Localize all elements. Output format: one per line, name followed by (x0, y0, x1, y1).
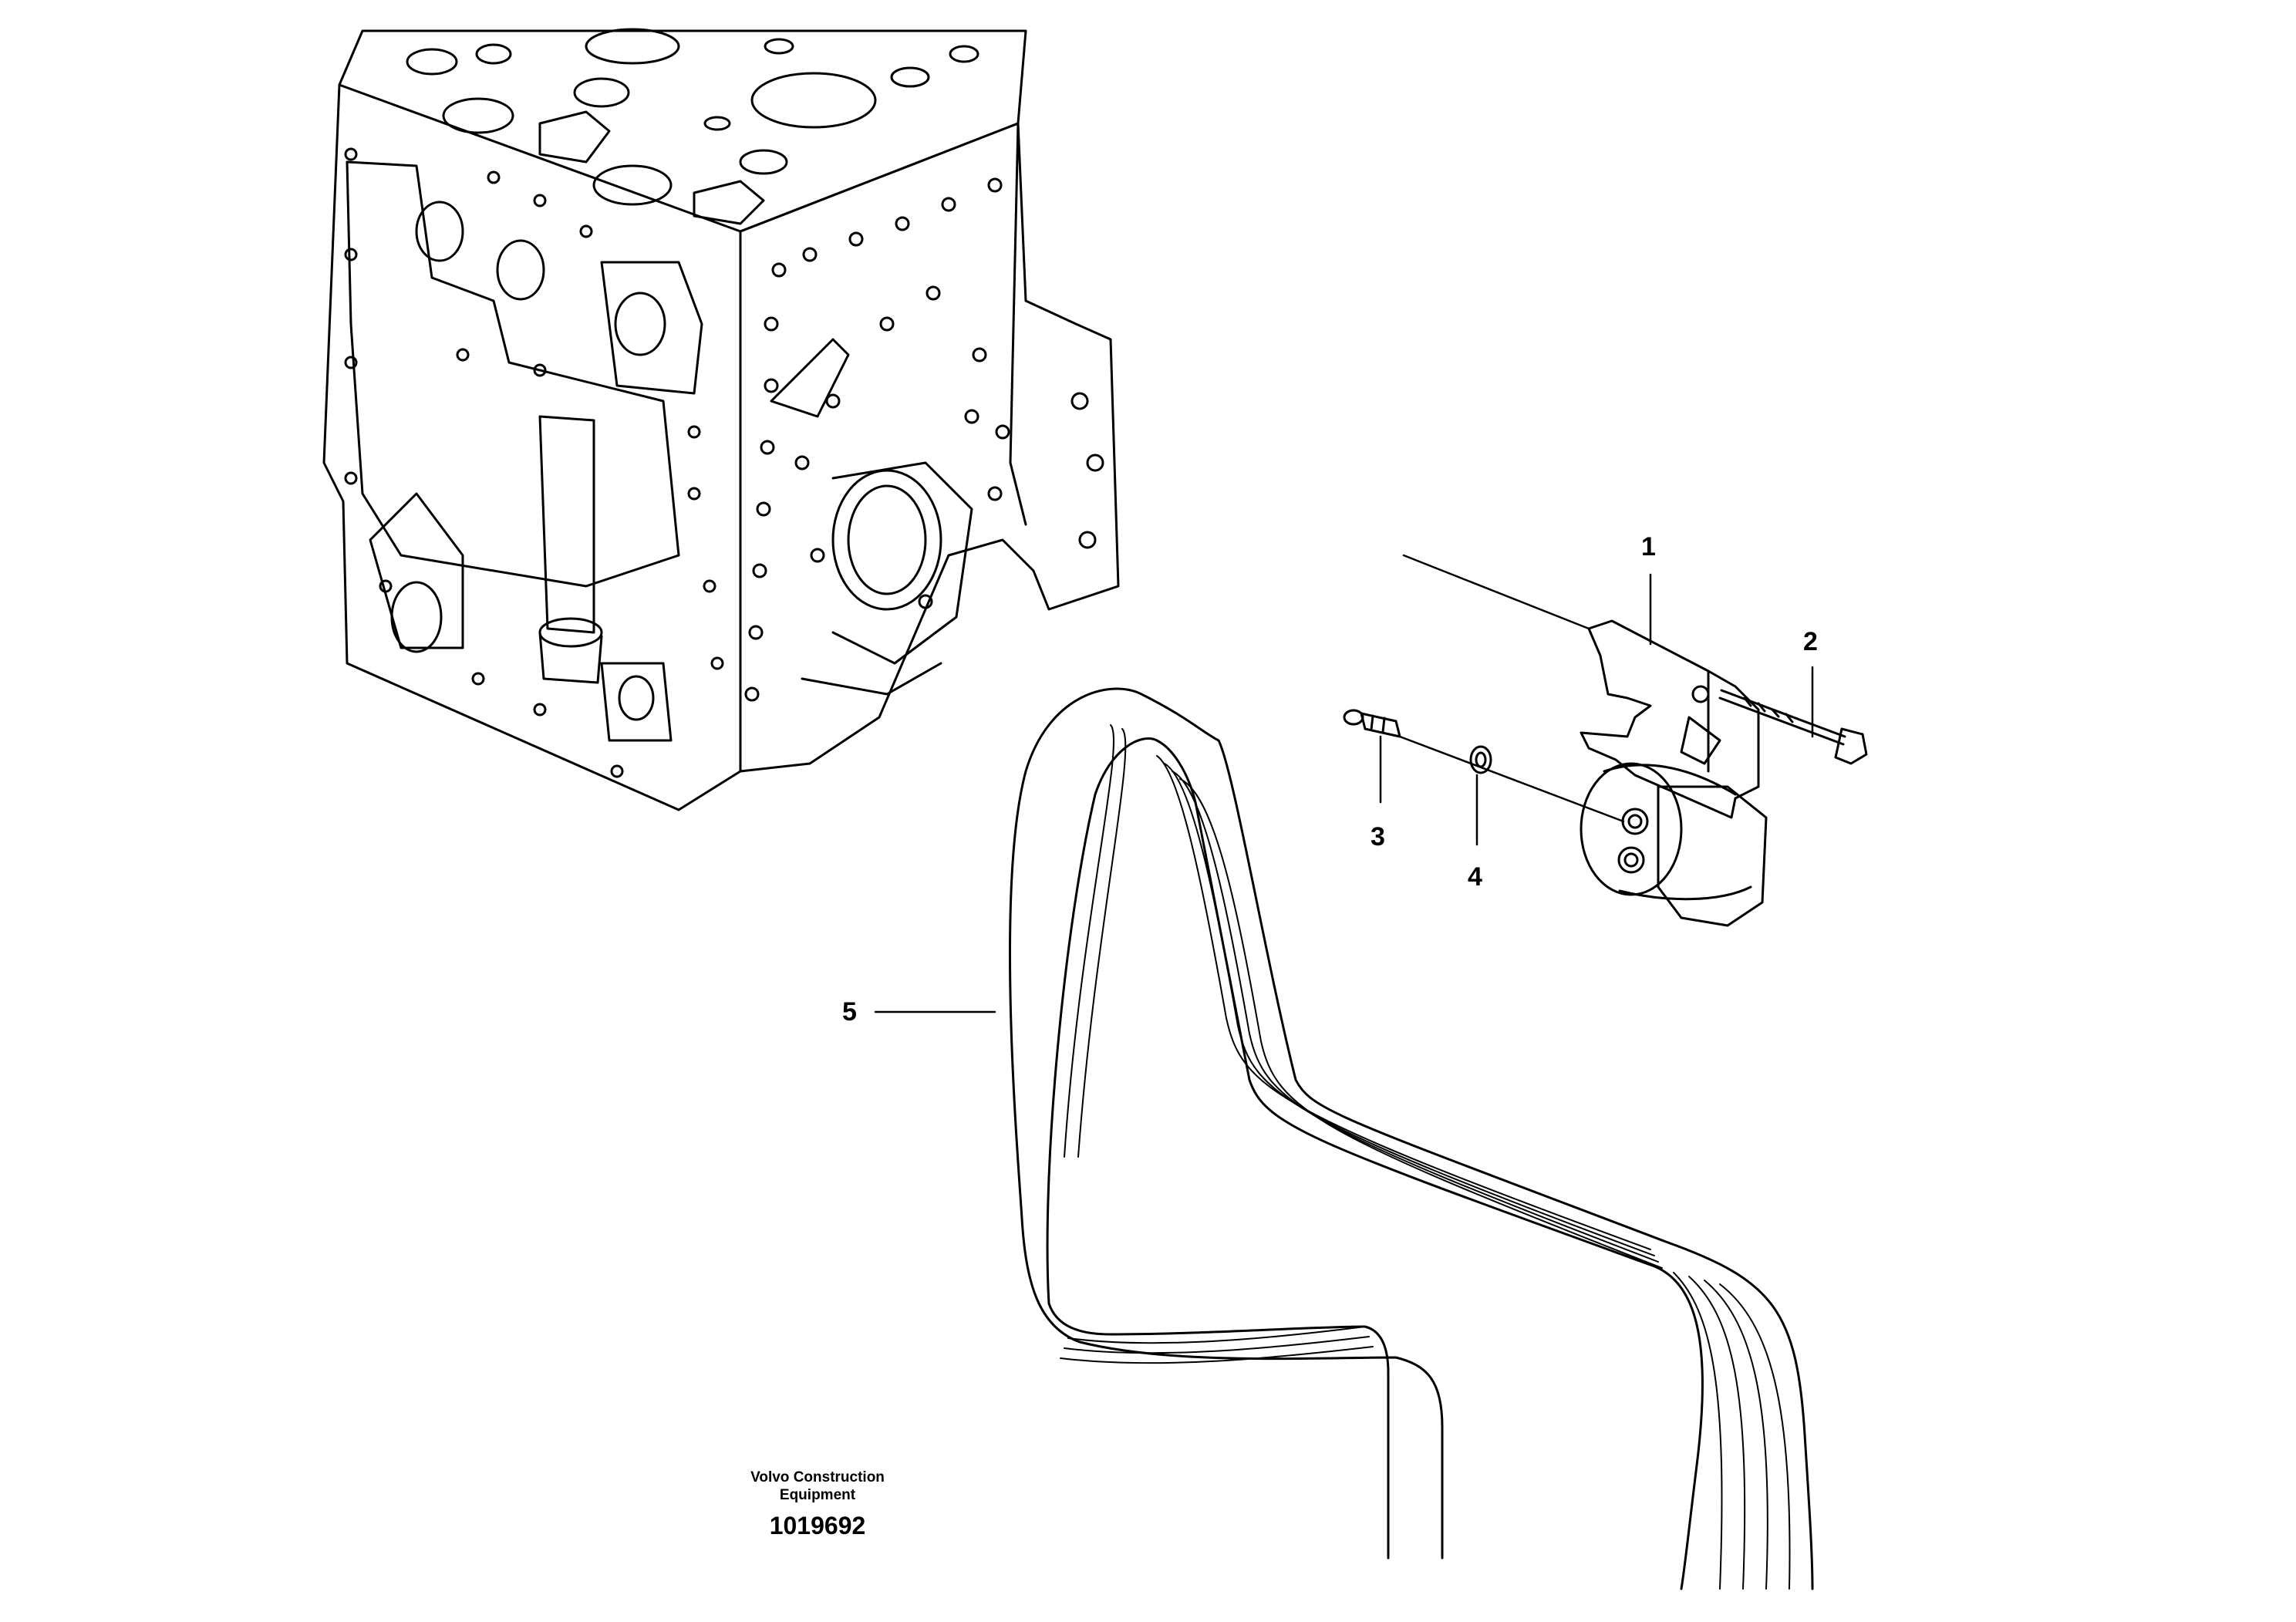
washer (1469, 745, 1492, 774)
callout-4: 4 (1468, 862, 1482, 892)
leader-3b (1398, 735, 1625, 823)
company-name-line1: Volvo Construction (750, 1469, 885, 1485)
leader-lines (874, 554, 1814, 1013)
callout-2: 2 (1803, 627, 1818, 656)
company-name-line2: Equipment (779, 1487, 856, 1503)
engine-block (322, 28, 1120, 811)
drawing-number: 1019692 (769, 1512, 866, 1539)
callout-5: 5 (842, 997, 857, 1027)
grease-nipple (1343, 709, 1401, 738)
callout-1: 1 (1641, 532, 1656, 561)
belt-tensioner (1580, 619, 1768, 927)
leader-1b (1402, 554, 1590, 630)
callout-3: 3 (1371, 822, 1385, 851)
v-ribbed-belt (1009, 687, 1814, 1590)
bolt (1718, 689, 1868, 765)
